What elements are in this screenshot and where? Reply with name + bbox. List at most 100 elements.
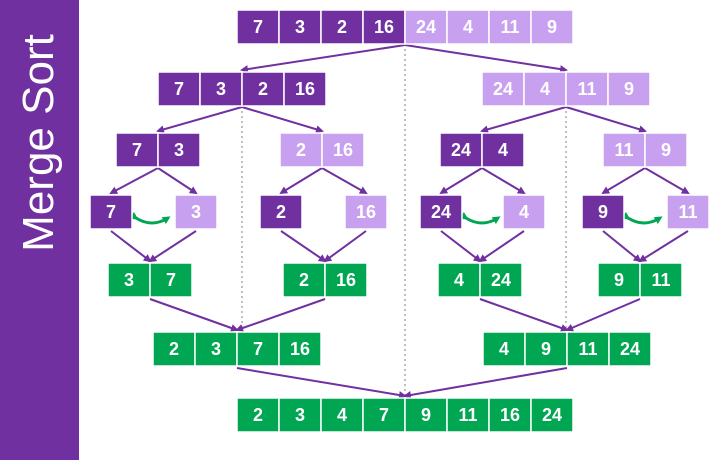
array-cell xyxy=(199,71,243,107)
cell-value: 24 xyxy=(416,17,436,37)
array-group: 9 11 xyxy=(597,262,683,298)
cell-value: 4 xyxy=(540,79,550,99)
cell-value: 7 xyxy=(106,202,116,222)
array-cell xyxy=(446,397,490,433)
cell-value: 16 xyxy=(333,140,353,160)
flow-arrow xyxy=(109,167,159,194)
flow-arrow xyxy=(148,230,197,263)
flow-arrow xyxy=(149,298,239,332)
cell-value: 7 xyxy=(379,405,389,425)
array-cell xyxy=(404,9,448,45)
swap-arrow-icon xyxy=(129,211,171,225)
cell-value: 3 xyxy=(174,140,184,160)
sidebar: Merge Sort xyxy=(0,0,79,460)
cell-value: 2 xyxy=(169,339,179,359)
swap-arrow-icon xyxy=(621,211,663,225)
cell-value: 3 xyxy=(216,79,226,99)
cell-value: 11 xyxy=(577,79,596,99)
cell-value: 16 xyxy=(290,339,310,359)
cell-value: 24 xyxy=(451,140,471,160)
cell-value: 24 xyxy=(542,405,562,425)
flow-arrow xyxy=(481,167,526,195)
cell-value: 9 xyxy=(547,17,557,37)
flow-arrow xyxy=(601,167,646,195)
array-cell xyxy=(320,9,364,45)
cell-value: 9 xyxy=(661,140,671,160)
flow-arrow xyxy=(404,44,568,74)
flow-arrow xyxy=(236,367,407,399)
flow-arrow xyxy=(110,230,152,263)
array-cell xyxy=(607,71,651,107)
array-group: 3 xyxy=(174,194,218,230)
cell-value: 24 xyxy=(491,270,511,290)
cell-value: 16 xyxy=(500,405,520,425)
cell-value: 2 xyxy=(276,202,286,222)
array-cell xyxy=(488,9,532,45)
array-cell xyxy=(437,262,481,298)
array-cell xyxy=(157,132,201,168)
flow-arrow xyxy=(480,106,567,134)
array-cell xyxy=(115,132,159,168)
array-group: 16 xyxy=(344,194,388,230)
array-cell xyxy=(524,331,568,367)
flow-arrow xyxy=(323,230,367,263)
cell-value: 16 xyxy=(356,202,376,222)
flow-arrow xyxy=(241,106,324,134)
cell-value: 7 xyxy=(132,140,142,160)
cell-value: 4 xyxy=(519,202,529,222)
array-cell xyxy=(89,194,133,230)
cell-value: 11 xyxy=(651,270,670,290)
cell-value: 3 xyxy=(295,405,305,425)
cell-value: 7 xyxy=(253,17,263,37)
array-cell xyxy=(321,132,365,168)
array-cell xyxy=(236,397,280,433)
flow-arrow xyxy=(602,230,642,263)
cell-value: 9 xyxy=(614,270,624,290)
array-cell xyxy=(481,132,525,168)
cell-value: 9 xyxy=(421,405,431,425)
array-group: 9 xyxy=(581,194,625,230)
flow-arrow xyxy=(235,298,326,332)
array-cell xyxy=(107,262,151,298)
array-cell xyxy=(282,262,326,298)
cell-value: 4 xyxy=(499,339,509,359)
array-cell xyxy=(446,9,490,45)
cell-value: 4 xyxy=(454,270,464,290)
array-cell xyxy=(149,262,193,298)
cell-value: 24 xyxy=(620,339,640,359)
array-cell xyxy=(362,397,406,433)
cell-value: 2 xyxy=(258,79,268,99)
array-cell xyxy=(152,331,196,367)
array-cell xyxy=(581,194,625,230)
cell-value: 11 xyxy=(614,140,633,160)
cell-value: 7 xyxy=(253,339,263,359)
cell-value: 3 xyxy=(295,17,305,37)
cell-value: 11 xyxy=(458,405,477,425)
array-cell xyxy=(479,262,523,298)
flow-arrow xyxy=(321,167,368,194)
flow-arrow xyxy=(638,230,689,263)
cell-value: 2 xyxy=(253,405,263,425)
flow-arrow xyxy=(479,298,569,332)
array-cell xyxy=(530,9,574,45)
array-cell xyxy=(324,262,368,298)
cell-value: 9 xyxy=(624,79,634,99)
cell-value: 3 xyxy=(124,270,134,290)
array-cell xyxy=(639,262,683,298)
cell-value: 3 xyxy=(191,202,201,222)
cell-value: 7 xyxy=(166,270,176,290)
array-cell xyxy=(644,132,688,168)
flow-arrow xyxy=(156,106,243,134)
array-cell xyxy=(283,71,327,107)
cell-value: 16 xyxy=(374,17,394,37)
array-cell xyxy=(278,331,322,367)
array-cell xyxy=(404,397,448,433)
cell-value: 16 xyxy=(295,79,315,99)
flow-arrow xyxy=(565,298,641,332)
